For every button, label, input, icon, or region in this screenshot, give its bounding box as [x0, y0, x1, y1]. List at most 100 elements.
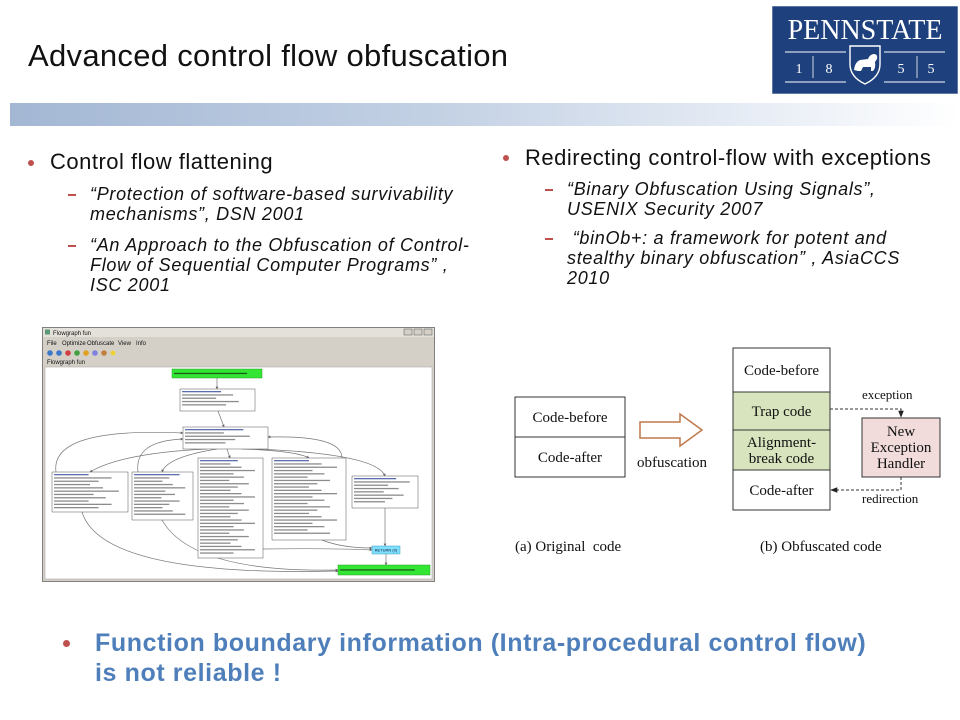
flow-edge [321, 539, 373, 550]
flow-node-text-line [134, 513, 186, 515]
close-icon [423, 328, 433, 336]
flow-node-text-line [54, 483, 90, 486]
redirection-label: redirection [862, 491, 919, 506]
flow-node-text-line [274, 512, 309, 515]
sub-bullet-marker [68, 194, 76, 196]
conclusion-statement: Function boundary information (Intra-pro… [95, 628, 866, 688]
original-caption: (a) Original code [515, 539, 622, 555]
flow-edge [55, 431, 184, 473]
flow-node-text-line [200, 522, 255, 524]
flow-node-text-line [200, 493, 242, 495]
flow-node-text-line [182, 397, 217, 399]
conclusion-line: Function boundary information (Intra-pro… [95, 629, 867, 657]
right-reference-2: “binOb+: a framework for potent and stea… [567, 228, 900, 288]
flow-node-text-line [200, 545, 242, 548]
flow-node-text-line [54, 500, 89, 502]
left-reference-2: “An Approach to the Obfuscation of Contr… [90, 235, 470, 295]
original-code-before: Code-before [533, 410, 608, 426]
logo-year-digit: 1 [796, 62, 803, 77]
flow-node-text-line [200, 489, 231, 491]
reference-line: “An Approach to the Obfuscation of Contr… [90, 235, 470, 255]
right-column-heading: Redirecting control-flow with exceptions [525, 145, 932, 170]
flow-node-text-line [274, 522, 313, 524]
flow-node-text-line [274, 460, 309, 462]
slide-title: Advanced control flow obfuscation [28, 38, 509, 73]
flow-node-text-line [274, 469, 313, 472]
reference-line: ISC 2001 [90, 275, 171, 295]
transform-arrow-icon [639, 412, 704, 448]
original-code-after: Code-after [538, 450, 602, 466]
logo-year-digit: 5 [928, 62, 935, 77]
handler-label-line: New [887, 424, 915, 440]
flow-node-text-line [274, 499, 325, 501]
flow-node-text-line [274, 466, 337, 468]
flow-node-text-line [274, 493, 337, 495]
flow-node-text-line [200, 519, 242, 521]
flow-node-text-line [354, 478, 397, 480]
flow-node-text-line [274, 529, 308, 531]
app-icon [45, 329, 50, 335]
flow-node-text-line [182, 394, 234, 396]
flow-node-text-line [134, 503, 170, 505]
reference-line: stealthy binary obfuscation” , AsiaCCS [567, 248, 901, 268]
exception-handler-box [861, 417, 941, 478]
flow-node-text-line [200, 549, 255, 551]
flowgraph-screenshot: Flowgraph fun File Optimize Obfuscate Vi… [42, 327, 435, 582]
canvas-label: Flowgraph fun [47, 360, 85, 366]
flow-edge [89, 448, 208, 473]
flow-node-text-line [354, 497, 393, 500]
left-column-heading: Control flow flattening [50, 149, 274, 174]
flow-node-text-line [134, 477, 170, 479]
flow-node-text-line [134, 474, 180, 476]
alignment-break-label-line: Alignment- [747, 435, 816, 451]
flow-node-text-line [200, 476, 244, 478]
flow-node-text-line [134, 497, 162, 499]
flow-node-text-line [274, 489, 322, 491]
obfuscated-caption: (b) Obfuscated code [760, 539, 882, 555]
flow-node-text-line [200, 486, 238, 488]
flow-node-text-line [274, 532, 330, 534]
flow-edge [137, 437, 184, 473]
logo-background [771, 5, 959, 95]
flow-node-text-line [274, 463, 322, 465]
flow-edge [161, 448, 218, 473]
flow-node-text-line [134, 480, 163, 482]
reference-line: “Binary Obfuscation Using Signals”, [567, 179, 876, 199]
flow-node-text-line [134, 487, 186, 489]
flow-node-text-line [54, 474, 89, 476]
right-reference-1: “Binary Obfuscation Using Signals”, USEN… [567, 179, 876, 219]
logo-wordmark: PENNSTATE [788, 15, 943, 46]
flow-node-text-line [200, 502, 244, 505]
flow-node-text-line [200, 473, 234, 475]
reference-line: “binOb+: a framework for potent and [567, 228, 887, 248]
menu-item-obfuscate: Obfuscate [87, 341, 115, 347]
bullet-marker [503, 155, 509, 161]
obfuscation-diagram: Code-before Code-after obfuscation Code-… [505, 340, 950, 560]
flow-node-text-line [200, 529, 244, 531]
zoom-out-icon [56, 350, 62, 356]
obfuscated-code-after-cell [732, 469, 831, 511]
flowgraph-window: Flowgraph fun File Optimize Obfuscate Vi… [42, 327, 435, 582]
lightbulb-icon [110, 350, 116, 356]
redirection-arrow [830, 477, 902, 493]
alignment-break-cell [732, 429, 831, 471]
flow-node-text-line [354, 494, 404, 496]
window-title-bar [43, 328, 434, 337]
flow-node-text-line [134, 493, 175, 496]
logo-year-digit: 8 [826, 62, 833, 77]
flow-node-text-line [185, 438, 236, 441]
flow-node-text-line [274, 509, 318, 511]
bullet-marker [28, 160, 34, 166]
flow-edge [217, 410, 225, 428]
flow-node-text-line [174, 372, 248, 375]
flow-node-text-line [54, 487, 103, 489]
exception-arrow [830, 408, 904, 418]
flow-node-text-line [200, 499, 234, 501]
flow-node-text-line [200, 460, 238, 462]
flow-node-text-line [354, 501, 385, 503]
flow-node-text-line [185, 432, 224, 434]
reference-line: “Protection of software-based survivabil… [90, 184, 454, 204]
flow-node-text-line [274, 473, 325, 475]
zoom-in-icon [47, 350, 53, 356]
reference-line: Flow of Sequential Computer Programs” , [90, 255, 449, 275]
